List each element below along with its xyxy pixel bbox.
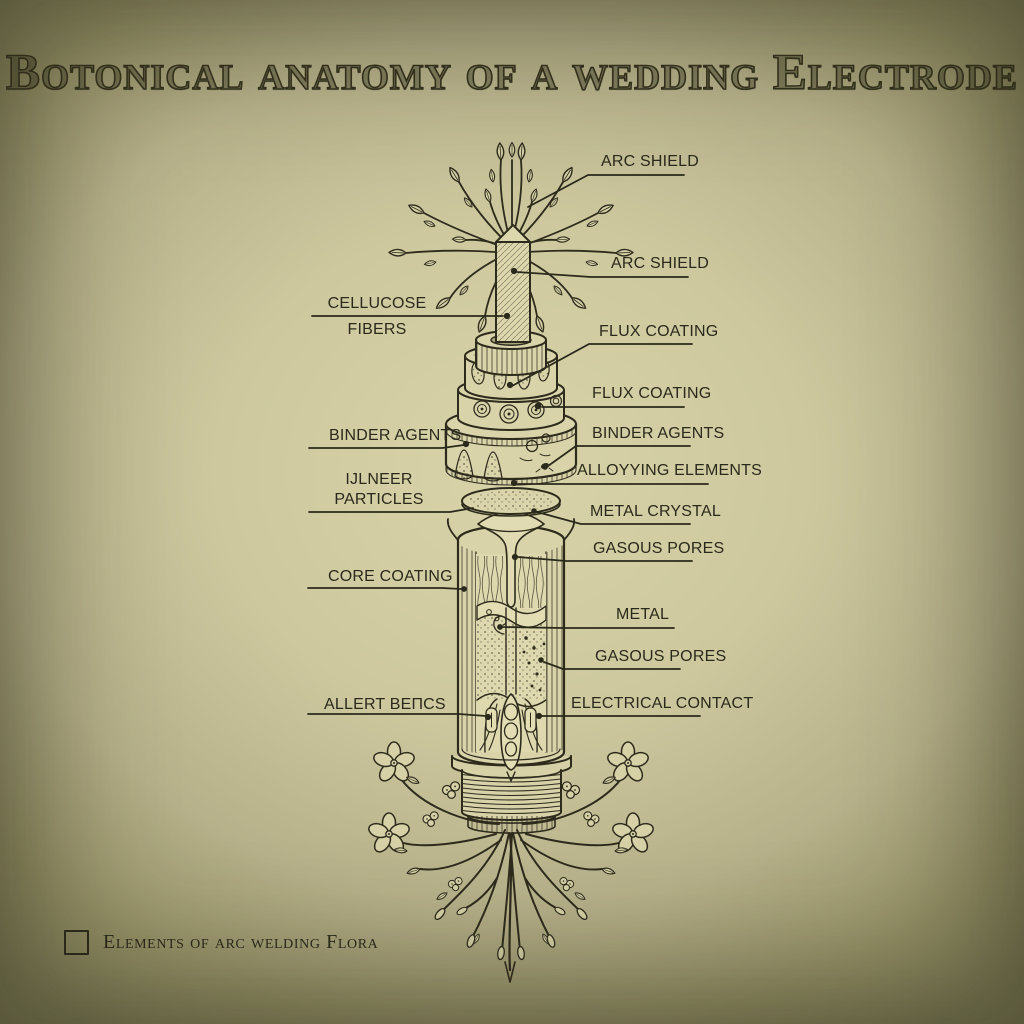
- callout-ijlneer: IJLNEER: [345, 471, 413, 488]
- legend-checkbox: [64, 930, 89, 955]
- callout-metal: METAL: [616, 606, 670, 623]
- core-wire: [495, 224, 531, 343]
- callout-flux-coating: FLUX COATING: [592, 385, 712, 402]
- leader-lines: [307, 174, 709, 721]
- callout-binder-agents-left: BINDER AGENTS: [329, 427, 462, 444]
- callout-binder-agents-right: BINDER AGENTS: [592, 425, 725, 442]
- body-cutaway: [446, 511, 576, 782]
- callout-allert-bencs: ALLERT ΒEПCS: [324, 696, 446, 713]
- callout-arc-shield-top: ARC SHIELD: [601, 153, 700, 170]
- alloying-disc: [461, 487, 561, 517]
- callout-alloying-elements: ALLOYYING ELEMENTS: [577, 462, 762, 479]
- callout-gasous-pores-bottom: GASOUS PORES: [595, 648, 727, 665]
- legend-label: Elements of arc welding Flora: [103, 931, 379, 953]
- callout-electrical-contact: ELECTRICAL CONTACT: [571, 695, 754, 712]
- callout-core-coating: CORE COATING: [328, 568, 453, 585]
- root-system: [367, 742, 655, 983]
- page-title: Botonical anatomy of a wedding Electrode: [5, 44, 1018, 102]
- legend: Elements of arc welding Flora: [64, 930, 378, 955]
- leader-dots: [461, 267, 548, 721]
- callout-flux-coating-top: FLUX COATING: [599, 323, 719, 340]
- callout-arc-shield: ARC SHIELD: [611, 255, 710, 272]
- callout-cellucose: CELLUCOSE: [327, 295, 427, 312]
- callout-metal-crystal: METAL CRYSTAL: [590, 503, 721, 520]
- callout-gasous-pores-top: GASOUS PORES: [593, 540, 725, 557]
- callout-particles: PARTICLES: [334, 491, 424, 508]
- callout-fibers: FIBERS: [347, 321, 407, 338]
